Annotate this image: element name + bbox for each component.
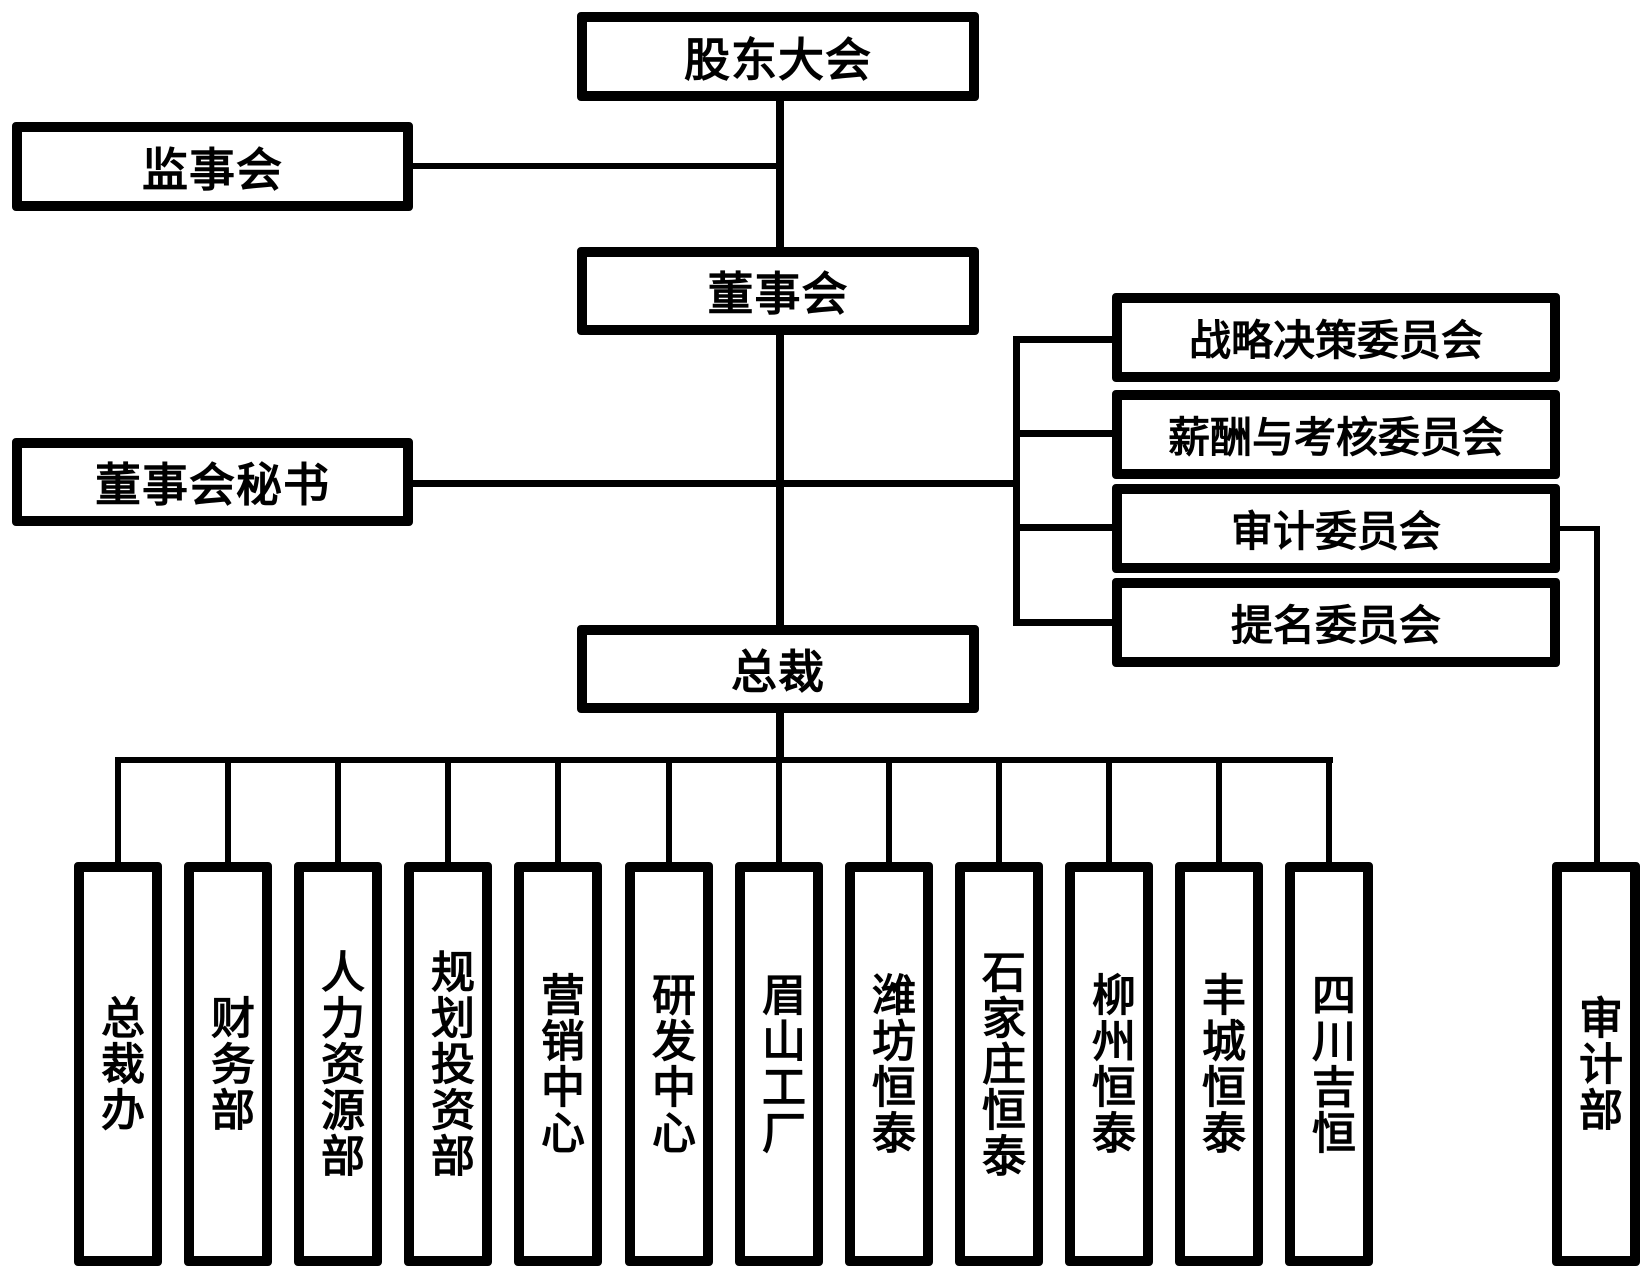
- connector-secretary-committees: [411, 480, 1020, 487]
- connector-department-8: [996, 757, 1002, 866]
- node-supervisory-board[interactable]: 监事会: [12, 122, 413, 211]
- node-department[interactable]: 总裁办: [74, 862, 162, 1266]
- connector-committee-1: [1013, 336, 1115, 343]
- connector-department-9: [1106, 757, 1112, 866]
- department-bus: [115, 757, 1333, 763]
- node-audit-department[interactable]: 审计部: [1552, 862, 1640, 1266]
- connector-department-0: [115, 757, 121, 866]
- connector-department-11: [1326, 757, 1332, 866]
- node-department[interactable]: 潍坊恒泰: [845, 862, 933, 1266]
- connector-supervisory: [411, 163, 780, 169]
- connector-department-3: [445, 757, 451, 866]
- node-department[interactable]: 营销中心: [514, 862, 602, 1266]
- connector-audit-h: [1558, 526, 1600, 531]
- connector-department-2: [335, 757, 341, 866]
- node-department[interactable]: 规划投资部: [404, 862, 492, 1266]
- connector-committee-2: [1013, 430, 1115, 437]
- node-department[interactable]: 研发中心: [625, 862, 713, 1266]
- node-committee-compensation[interactable]: 薪酬与考核委员会: [1112, 390, 1560, 479]
- node-committee-strategy[interactable]: 战略决策委员会: [1112, 293, 1560, 382]
- node-department[interactable]: 四川吉恒: [1285, 862, 1373, 1266]
- connector-department-6: [776, 757, 782, 866]
- connector-department-7: [886, 757, 892, 866]
- connector-committee-4: [1013, 619, 1115, 626]
- node-department[interactable]: 柳州恒泰: [1065, 862, 1153, 1266]
- connector-committee-3: [1013, 524, 1115, 531]
- node-shareholders-meeting[interactable]: 股东大会: [577, 12, 979, 101]
- connector-department-10: [1216, 757, 1222, 866]
- node-board-secretary[interactable]: 董事会秘书: [12, 438, 413, 526]
- node-department[interactable]: 财务部: [184, 862, 272, 1266]
- committee-trunk: [1013, 336, 1020, 626]
- node-department[interactable]: 人力资源部: [294, 862, 382, 1266]
- connector-audit-v: [1594, 526, 1600, 864]
- connector-department-1: [225, 757, 231, 866]
- node-board-of-directors[interactable]: 董事会: [577, 247, 979, 335]
- connector-department-4: [555, 757, 561, 866]
- connector-shareholders-board: [776, 98, 784, 248]
- connector-department-5: [666, 757, 672, 866]
- node-committee-audit[interactable]: 审计委员会: [1112, 484, 1560, 573]
- node-committee-nomination[interactable]: 提名委员会: [1112, 578, 1560, 667]
- node-department[interactable]: 丰城恒泰: [1175, 862, 1263, 1266]
- node-department[interactable]: 石家庄恒泰: [955, 862, 1043, 1266]
- node-department[interactable]: 眉山工厂: [735, 862, 823, 1266]
- node-president[interactable]: 总裁: [577, 625, 979, 713]
- connector-president-bus: [776, 711, 784, 763]
